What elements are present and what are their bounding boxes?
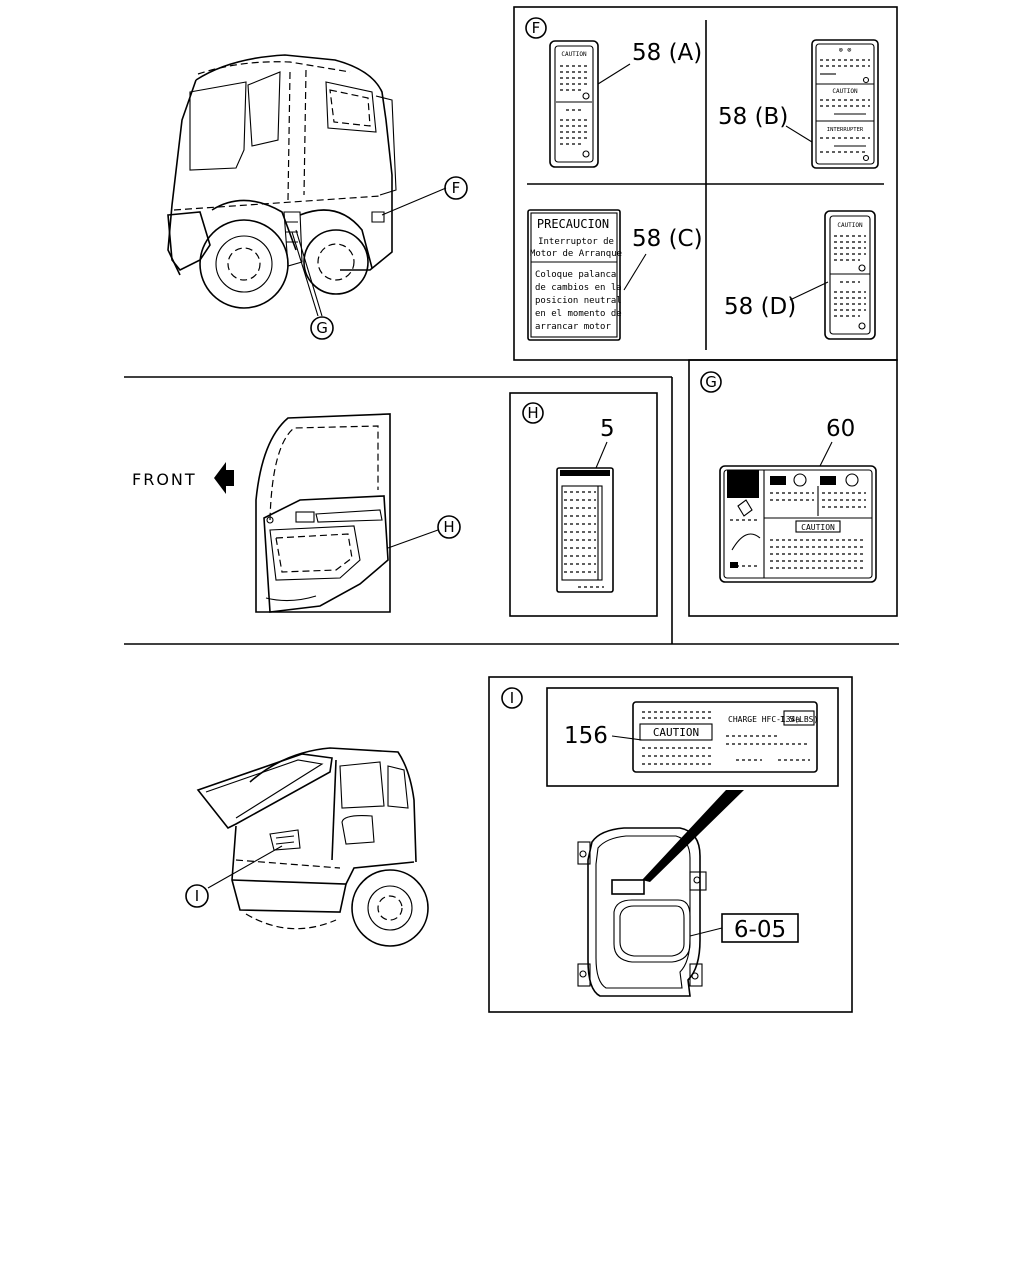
label-60: 60 [826, 416, 855, 442]
ref-6-05: 6-05 [734, 917, 786, 943]
callout-h-door: H [443, 518, 454, 536]
precaucion-title: PRECAUCION [537, 217, 609, 231]
label-58a: 58 (A) [632, 40, 702, 66]
panel-h: H 5 [509, 392, 658, 617]
cab-tilt-view: I [185, 747, 429, 947]
precaucion-body-5: arrancar motor [535, 322, 611, 332]
precaucion-body-1: Coloque palanca [535, 270, 616, 280]
precaucion-subtitle-1: Interruptor de [538, 237, 614, 247]
tire-pressure-table [564, 491, 596, 573]
callout-i: I [510, 689, 514, 707]
callout-f-cab: F [452, 179, 461, 197]
callout-f: F [532, 19, 541, 37]
cab-side-view: F G [167, 54, 468, 340]
callout-g-cab: G [316, 319, 328, 337]
label-58d: 58 (D) [724, 294, 796, 320]
label-58c-sticker: PRECAUCION Interruptor de Motor de Arran… [527, 209, 622, 341]
charge-text-156: CHARGE HFC-134a [728, 715, 800, 724]
caution-text-58d: CAUTION [837, 222, 863, 229]
label-58b: 58 (B) [718, 104, 788, 130]
callout-i-cab: I [195, 887, 199, 905]
panel-g: G 60 CAUTION [700, 371, 877, 583]
caution-text-156: CAUTION [653, 726, 699, 739]
label-58b-sticker: ⊗ ⊗ CAUTION INTERRUPTER [811, 39, 879, 169]
precaucion-subtitle-2: Motor de Arranque [530, 249, 622, 259]
label-58d-sticker: CAUTION [824, 210, 876, 340]
label-58c: 58 (C) [632, 226, 703, 252]
caution-text-58a: CAUTION [561, 51, 587, 58]
svg-text:⊗ ⊗: ⊗ ⊗ [839, 46, 852, 54]
callout-h: H [527, 404, 538, 422]
precaucion-body-4: en el momento de [535, 309, 622, 319]
caution-text-58b: CAUTION [832, 88, 858, 95]
precaucion-body-3: posicion neutral [535, 296, 622, 306]
label-156: 156 [564, 723, 608, 749]
panel-f: F CAUTION 58 (A) ⊗ ⊗ [525, 17, 884, 350]
panel-frames [124, 6, 899, 645]
interrupter-text-58b: INTERRUPTER [827, 127, 864, 133]
label-58a-sticker: CAUTION [549, 40, 599, 168]
caution-text-60: CAUTION [801, 523, 835, 532]
door-view: FRONT H [132, 413, 461, 613]
panel-i-hood-part [577, 827, 707, 997]
amount-text-156: 1.5(LBS) [780, 715, 819, 724]
label-5: 5 [600, 416, 615, 442]
precaucion-body-2: de cambios en la [535, 283, 622, 293]
panel-i: I CAUTION CHARGE HFC-134a 1.5(LBS) 156 [488, 676, 853, 1013]
callout-g: G [705, 373, 717, 391]
front-arrow-icon [214, 462, 234, 494]
front-label: FRONT [132, 470, 197, 489]
